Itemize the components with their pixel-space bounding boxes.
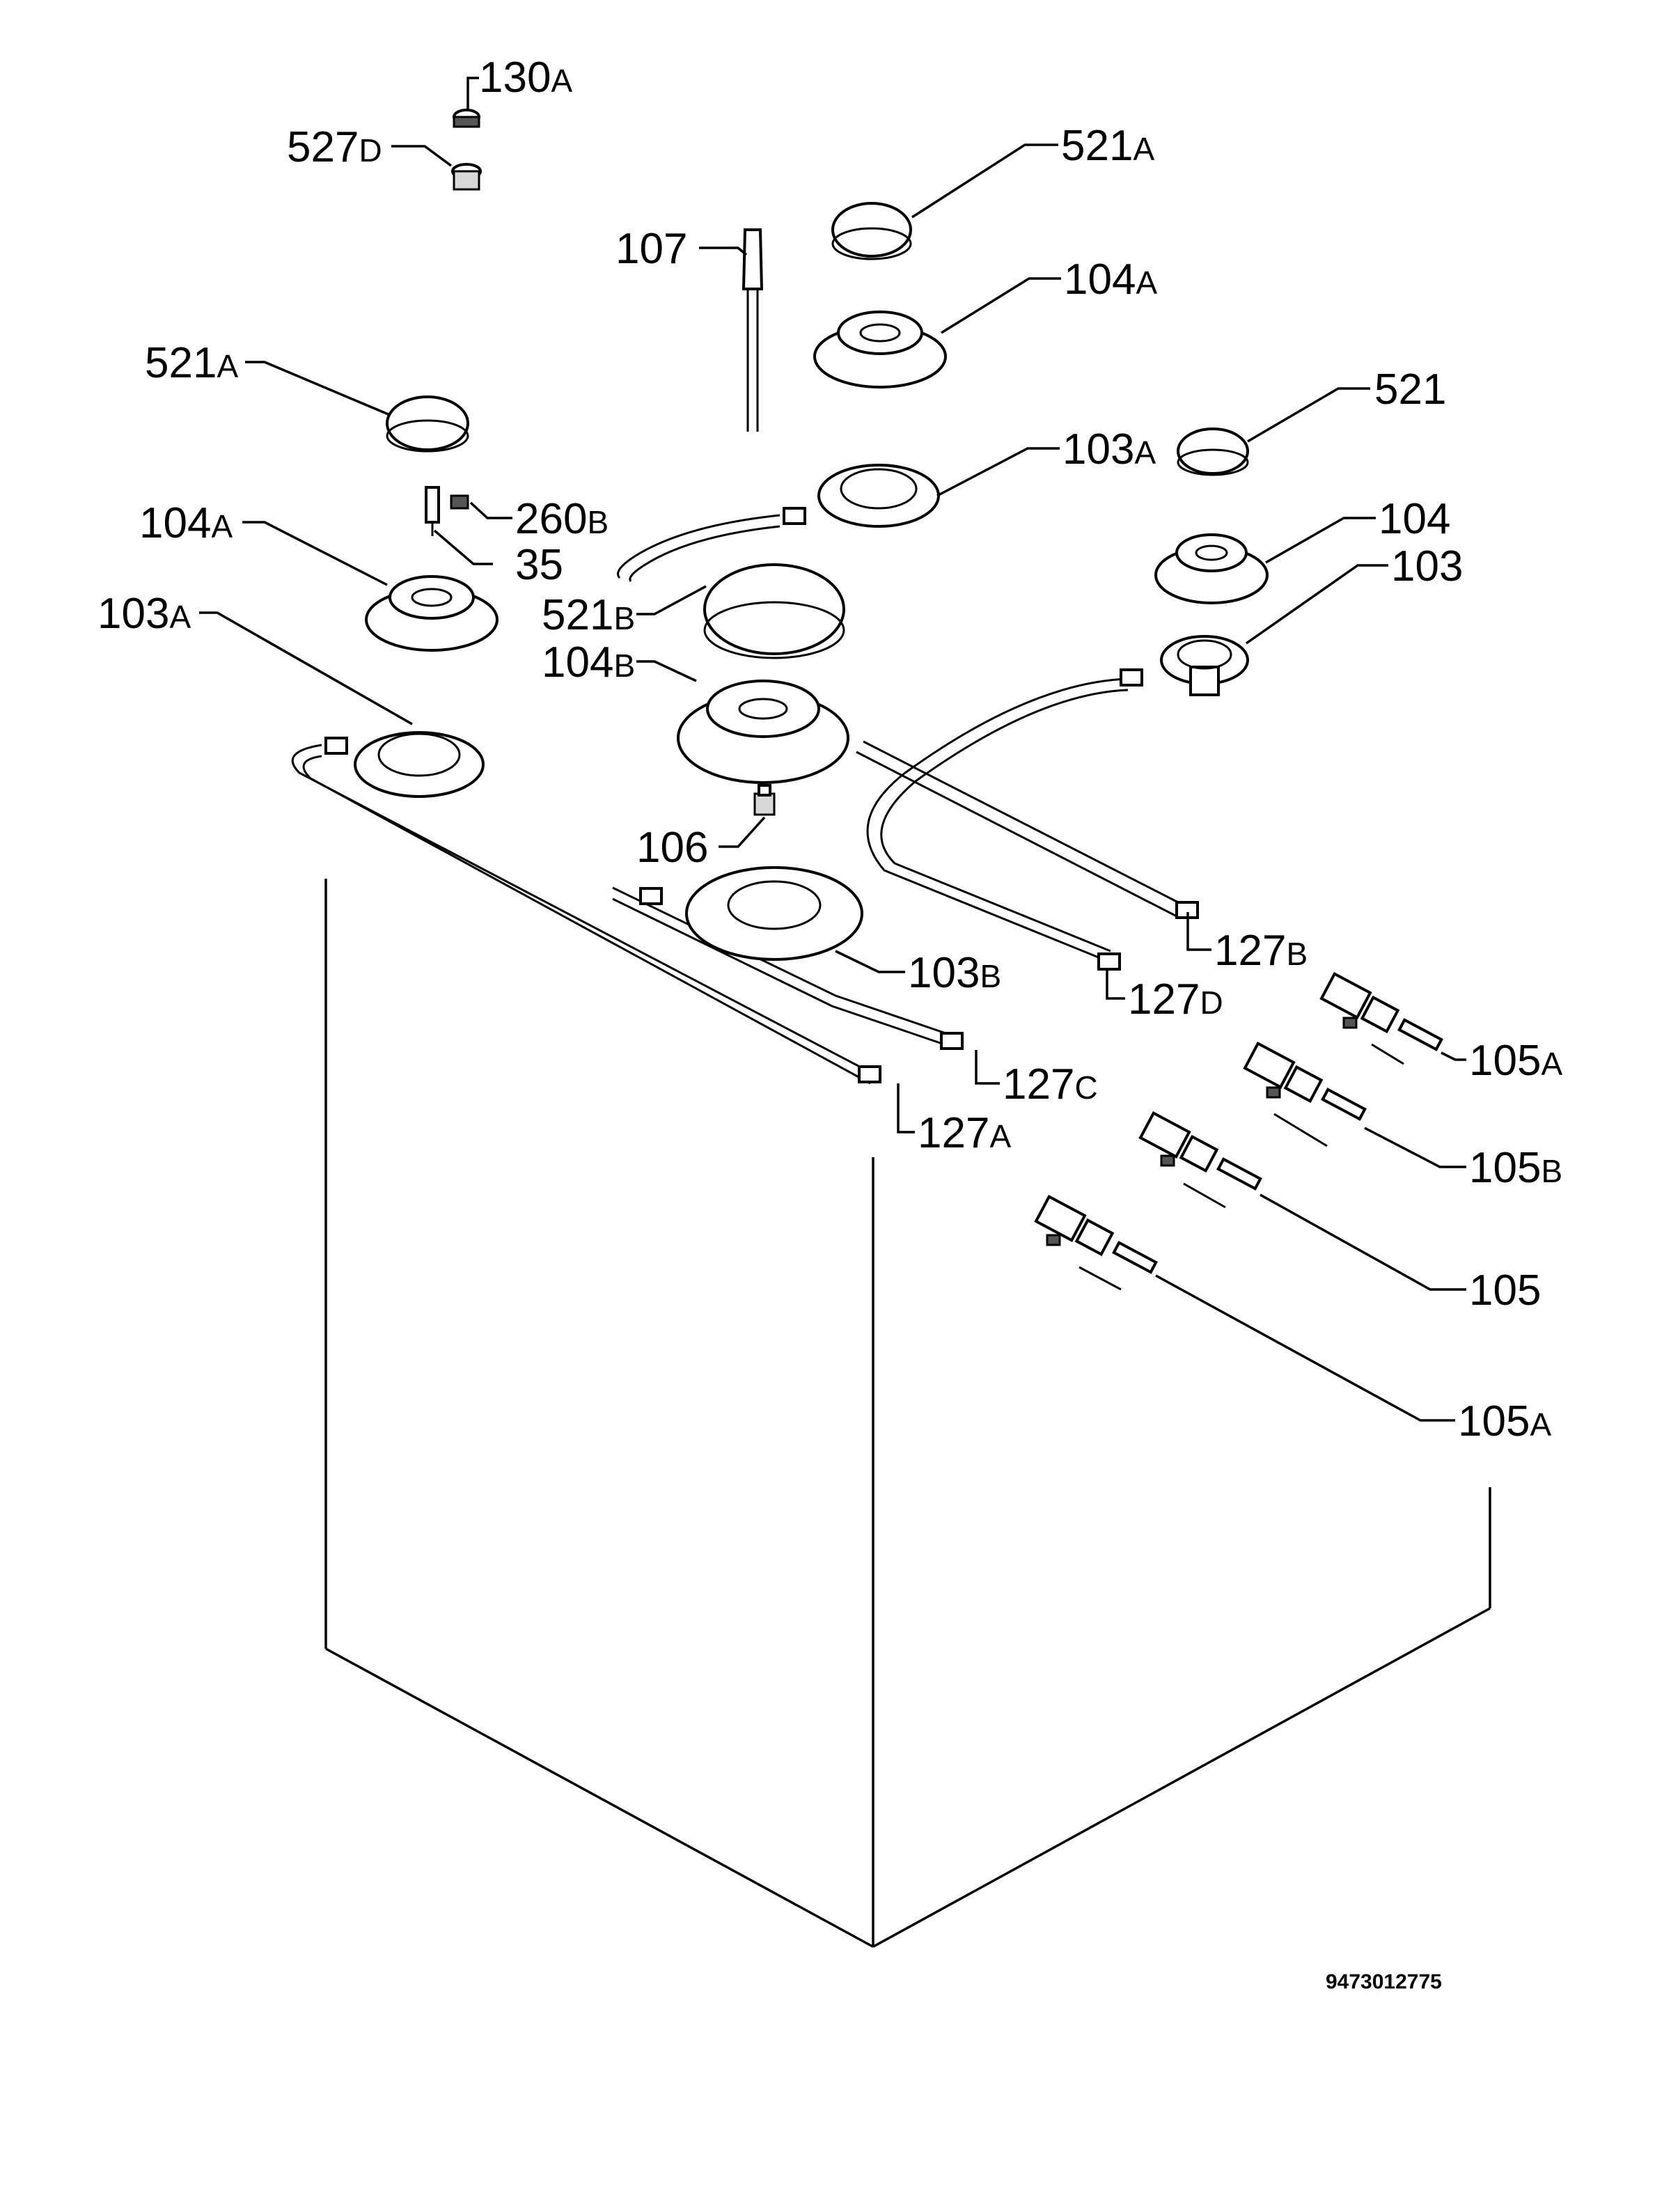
- callout-127C: 127C: [1003, 1060, 1098, 1108]
- callout-103: 103: [1391, 542, 1463, 590]
- gas-tap-105: [1138, 1111, 1262, 1209]
- cabinet-outline: [324, 879, 1491, 1948]
- pipe-fittings: [324, 507, 1199, 1083]
- callout-521: 521: [1374, 366, 1446, 414]
- burner-body-103A-top: [817, 464, 940, 528]
- callout-527D: 527D: [287, 123, 382, 171]
- callout-103A-left: 103A: [97, 590, 191, 638]
- flame-spreader-104A-top: [813, 311, 947, 389]
- callout-labels: 130A 527D 521A 107 104A 521A 521 103A 26…: [97, 54, 1562, 1445]
- burner-cap-521B: [703, 563, 845, 659]
- callout-127B: 127B: [1214, 927, 1308, 975]
- callout-106: 106: [636, 824, 708, 872]
- callout-105A-top: 105A: [1469, 1037, 1562, 1085]
- burner-cap-521A-left: [386, 395, 469, 453]
- clip-260B: [450, 494, 469, 510]
- drawing-reference-number: 9473012775: [1326, 1970, 1442, 1993]
- callout-105B: 105B: [1469, 1144, 1562, 1192]
- callout-103A-top: 103A: [1062, 425, 1156, 473]
- flame-spreader-104: [1154, 533, 1269, 604]
- spark-electrode-35: [425, 486, 440, 536]
- gas-tap-105B: [1243, 1042, 1367, 1147]
- callout-260B: 260B: [515, 495, 609, 543]
- callout-107: 107: [615, 225, 687, 273]
- callout-521A-left: 521A: [145, 339, 238, 387]
- flame-spreader-104A-left: [365, 575, 499, 652]
- callout-104A-left: 104A: [139, 499, 233, 547]
- burner-cap-521A-top: [831, 202, 912, 260]
- gas-pipes: [291, 514, 1184, 1085]
- part-527D: [451, 163, 482, 191]
- gas-tap-105A-top: [1319, 972, 1443, 1065]
- burner-cap-521: [1177, 428, 1249, 476]
- callout-35: 35: [515, 541, 563, 589]
- callout-130A: 130A: [479, 54, 572, 102]
- callout-521A-top: 521A: [1061, 122, 1154, 170]
- flame-spreader-104B: [677, 680, 849, 784]
- callout-104B: 104B: [542, 638, 635, 687]
- burner-body-103A-left: [354, 731, 485, 798]
- callout-104: 104: [1379, 495, 1450, 543]
- callout-105A-bottom: 105A: [1458, 1397, 1551, 1445]
- thermocouple-107: [742, 228, 764, 432]
- callout-127D: 127D: [1128, 975, 1223, 1023]
- gas-tap-105A-bottom: [1034, 1195, 1158, 1291]
- part-130A: [453, 109, 480, 128]
- callout-103B: 103B: [908, 949, 1001, 997]
- injector-106: [753, 784, 776, 816]
- callout-104A-top: 104A: [1064, 256, 1157, 304]
- callout-127A: 127A: [918, 1109, 1011, 1157]
- leader-lines: [199, 77, 1466, 1422]
- callout-105: 105: [1469, 1266, 1541, 1315]
- burner-body-103: [1160, 635, 1249, 696]
- callout-521B: 521B: [542, 591, 635, 639]
- burner-body-103B: [685, 866, 863, 961]
